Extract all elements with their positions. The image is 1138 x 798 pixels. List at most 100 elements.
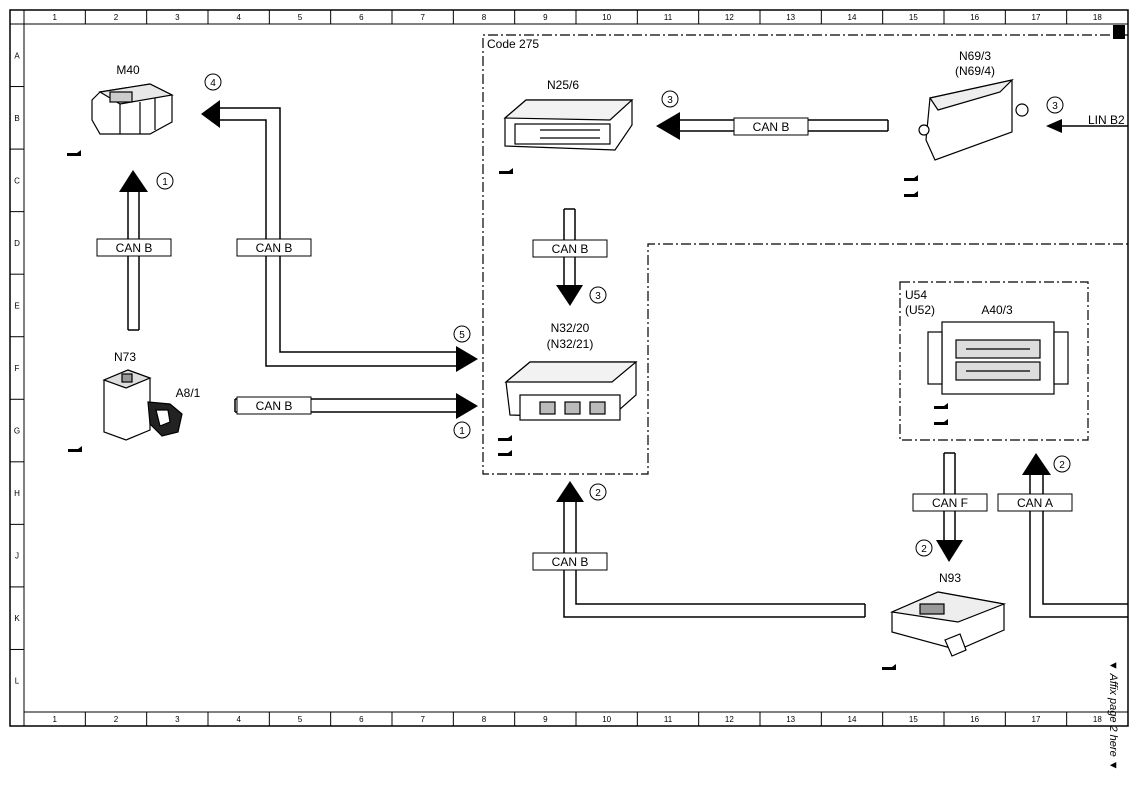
svg-text:3: 3	[1052, 101, 1058, 112]
grid-column-label-bottom: 7	[420, 715, 425, 724]
svg-text:3: 3	[667, 95, 673, 106]
arrowhead-up-u54	[1022, 453, 1051, 475]
bus-label-boxes: CAN B CAN B CAN B CAN B CAN B CAN B CAN …	[96, 113, 1125, 571]
reference-hand-icon	[67, 150, 81, 156]
marker-1-n32: 1	[453, 421, 471, 439]
reference-hand-icon	[68, 446, 82, 452]
label-u52: (U52)	[905, 303, 935, 317]
number-markers: 1 4 5 1 3 3 3 2	[156, 73, 1071, 557]
marker-4-m40: 4	[204, 73, 222, 91]
grid-row-label: L	[15, 677, 20, 686]
svg-text:2: 2	[921, 544, 927, 555]
svg-text:2: 2	[595, 488, 601, 499]
grid-row-label: C	[14, 176, 20, 185]
grid-column-label-bottom: 15	[909, 715, 918, 724]
marker-2-n32-up: 2	[589, 483, 607, 501]
label-n32-20: N32/20	[551, 321, 590, 335]
code-275-region: Code 275	[482, 34, 1128, 475]
grid-column-label-bottom: 6	[359, 715, 364, 724]
arrowhead-right-n32-upper	[456, 346, 478, 372]
grid-column-label-bottom: 2	[114, 715, 119, 724]
svg-text:2: 2	[1059, 460, 1065, 471]
bus-label-can-f: CAN F	[932, 496, 968, 510]
reference-hand-icon	[934, 419, 948, 425]
grid-column-label-top: 7	[420, 13, 425, 22]
grid-column-label-bottom: 13	[786, 715, 795, 724]
label-n25-6: N25/6	[547, 78, 579, 92]
component-n69-3	[918, 78, 1029, 161]
marker-3-lin: 3	[1046, 96, 1064, 114]
label-n93: N93	[939, 571, 961, 585]
reference-hand-icon	[498, 450, 512, 456]
reference-hand-icon	[904, 191, 918, 197]
grid-column-label-bottom: 16	[970, 715, 979, 724]
grid-column-label-top: 10	[602, 13, 611, 22]
grid-column-label-bottom: 8	[482, 715, 487, 724]
marker-2-u54: 2	[1053, 455, 1071, 473]
grid-row-label: G	[14, 427, 20, 436]
component-a40-3	[927, 321, 1069, 395]
bus-label-can-b-6: CAN B	[552, 555, 589, 569]
marker-3-n32-down: 3	[589, 286, 607, 304]
grid-column-label-top: 18	[1093, 13, 1102, 22]
component-n93	[889, 591, 1007, 657]
grid-column-label-bottom: 17	[1032, 715, 1041, 724]
arrowhead-right-n32-lower	[456, 393, 478, 419]
grid-column-label-bottom: 11	[664, 715, 673, 724]
bus-label-can-a: CAN A	[1017, 496, 1053, 510]
component-labels: M40 N73 A8/1 N25/6 N69/3 (N69/4) N32/20 …	[114, 49, 1013, 585]
component-m40	[91, 83, 174, 135]
grid-row-label: D	[14, 239, 20, 248]
grid-column-label-top: 13	[786, 13, 795, 22]
grid-column-label-bottom: 3	[175, 715, 180, 724]
grid-column-label-top: 17	[1032, 13, 1041, 22]
label-n69-4: (N69/4)	[955, 64, 995, 78]
grid-column-label-bottom: 12	[725, 715, 734, 724]
label-a40-3: A40/3	[981, 303, 1013, 317]
grid-column-label-bottom: 10	[602, 715, 611, 724]
reference-hand-icon	[499, 168, 513, 174]
svg-text:1: 1	[162, 177, 168, 188]
u54-region	[899, 281, 1089, 441]
grid-row-label: B	[14, 114, 19, 123]
svg-text:1: 1	[459, 426, 465, 437]
grid-column-label-top: 15	[909, 13, 918, 22]
grid-column-label-top: 11	[664, 13, 673, 22]
marker-1-m40: 1	[156, 172, 174, 190]
grid-column-label-top: 5	[298, 13, 303, 22]
component-n25-6	[503, 99, 634, 151]
reference-hand-icon	[498, 435, 512, 441]
svg-text:5: 5	[459, 330, 465, 341]
component-n32-20	[504, 361, 638, 421]
grid-column-label-top: 9	[543, 13, 548, 22]
reference-hand-icon	[882, 664, 896, 670]
svg-text:4: 4	[210, 78, 216, 89]
grid-column-label-top: 6	[359, 13, 364, 22]
grid-column-label-bottom: 4	[236, 715, 241, 724]
code-275-label: Code 275	[487, 37, 539, 51]
grid-column-label-bottom: 1	[52, 715, 57, 724]
arrowhead-down-n93	[936, 540, 963, 562]
grid-column-label-top: 4	[236, 13, 241, 22]
component-n73	[102, 369, 183, 441]
reference-hand-icon	[904, 175, 918, 181]
grid-row-label: H	[14, 489, 20, 498]
bus-label-can-b-5: CAN B	[552, 242, 589, 256]
marker-2-n93: 2	[915, 539, 933, 557]
corner-mark-icon	[1113, 25, 1125, 39]
arrowhead-left-m40	[201, 100, 220, 128]
grid-row-label: J	[15, 552, 19, 561]
arrowhead-up-n32	[556, 481, 584, 502]
grid-column-label-bottom: 18	[1093, 715, 1102, 724]
grid-column-label-top: 2	[114, 13, 119, 22]
grid-column-label-top: 3	[175, 13, 180, 22]
reference-icons	[67, 150, 948, 670]
arrowhead-left-n25	[656, 112, 680, 140]
arrowhead-left-lin	[1046, 119, 1062, 133]
arrowheads	[119, 100, 1062, 562]
marker-3-n25: 3	[661, 90, 679, 108]
bus-label-can-b-3: CAN B	[256, 399, 293, 413]
